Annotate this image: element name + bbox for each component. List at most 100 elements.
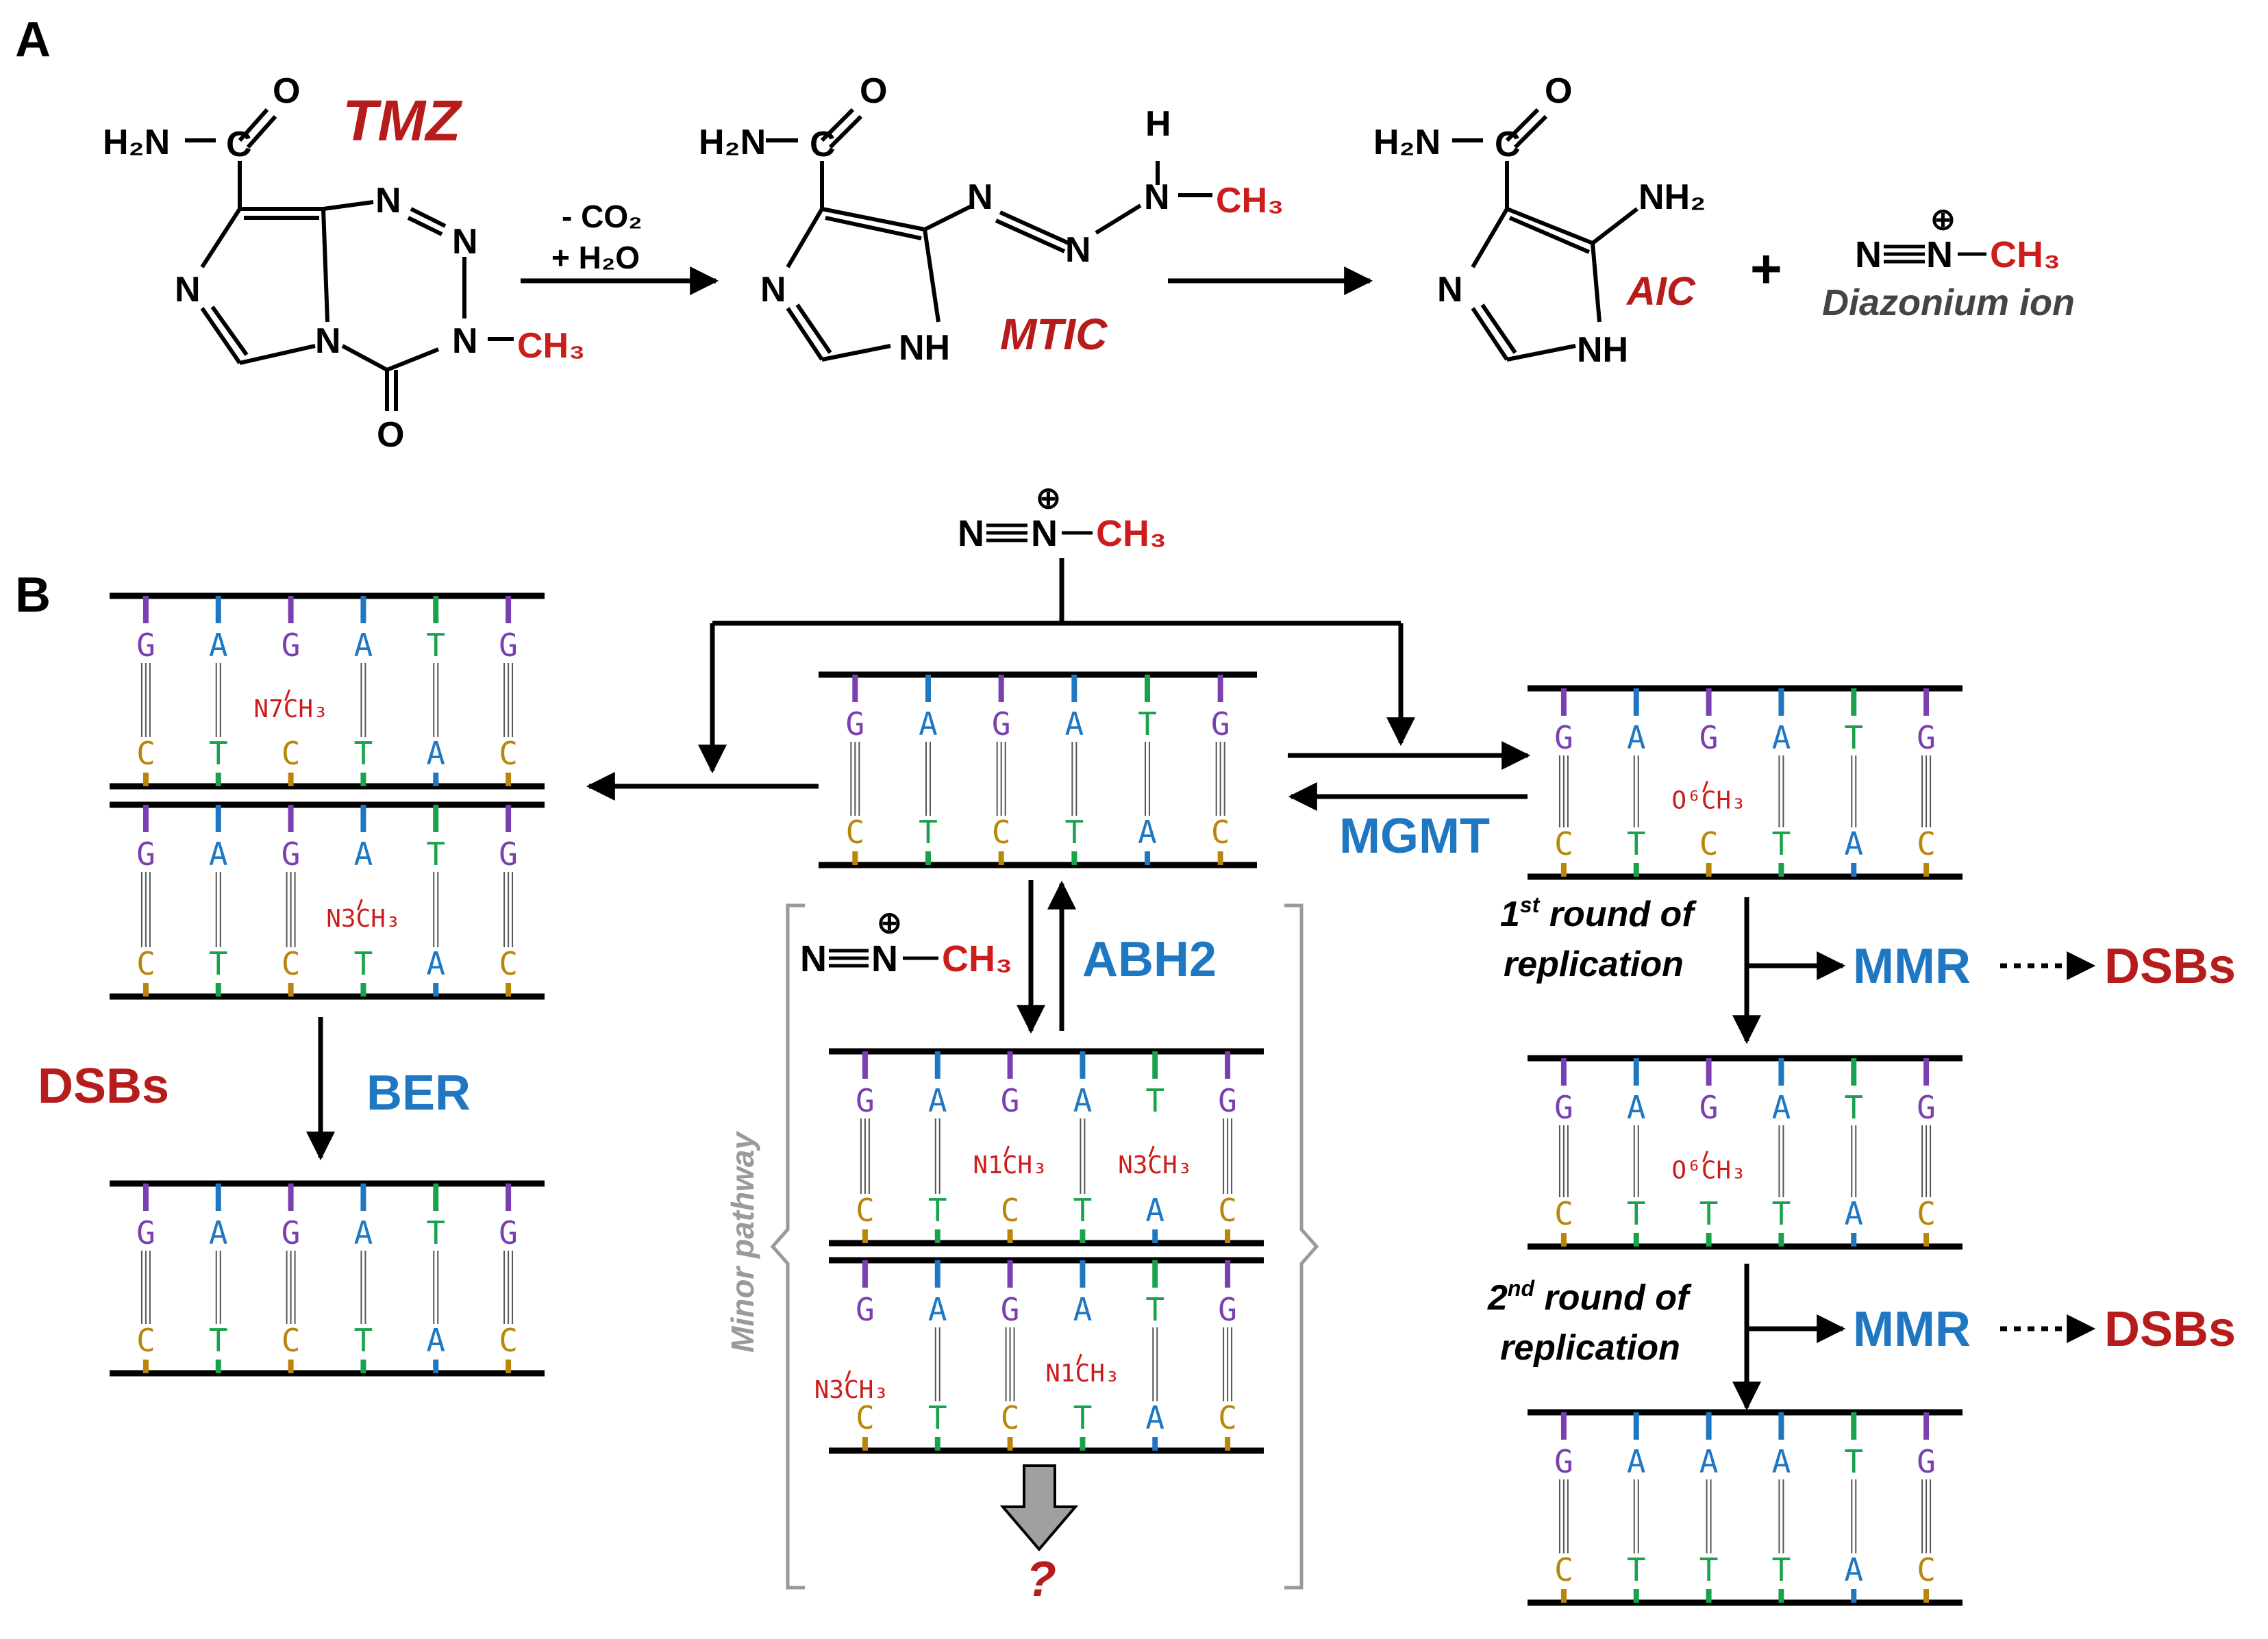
base-letter: A xyxy=(919,705,938,742)
base-letter: T xyxy=(928,1192,947,1229)
base-letter: C xyxy=(1917,1195,1936,1232)
base-letter: T xyxy=(1772,1551,1791,1588)
base-letter: A xyxy=(928,1291,947,1328)
base-letter: T xyxy=(1627,1551,1646,1588)
dsb-right-1: DSBs xyxy=(2104,939,2236,994)
diazonium-a: N N ⊕ CH₃ Diazonium ion xyxy=(1822,203,2075,323)
base-letter: G xyxy=(1554,719,1573,756)
base-letter: A xyxy=(1145,1192,1164,1229)
base-letter: T xyxy=(1145,1082,1164,1119)
methyl-label: N1CH₃ xyxy=(1045,1360,1119,1388)
tmz-n1: N xyxy=(175,270,201,310)
base-letter: T xyxy=(209,945,228,982)
aic-n-ring: N xyxy=(1437,270,1463,310)
diazonium-m-n1: N xyxy=(800,938,827,979)
base-letter: A xyxy=(1844,825,1863,862)
methyl-label: O⁶CH₃ xyxy=(1671,1157,1745,1185)
mtic-n-ring: N xyxy=(760,270,786,310)
methyl-label: N1CH₃ xyxy=(973,1151,1047,1179)
base-letter: T xyxy=(1064,814,1084,851)
rep2-line1: 2nd round of xyxy=(1487,1276,1692,1318)
methyl-tick xyxy=(1702,1150,1708,1163)
base-letter: A xyxy=(1627,1089,1646,1126)
base-letter: G xyxy=(282,627,301,664)
base-letter: G xyxy=(1917,1089,1936,1126)
diazonium-a-n2: N xyxy=(1926,234,1953,275)
base-letter: C xyxy=(136,1322,155,1359)
mtic-name: MTIC xyxy=(1000,310,1108,359)
base-letter: T xyxy=(1138,705,1157,742)
diazonium-name: Diazonium ion xyxy=(1822,282,2075,323)
base-letter: A xyxy=(1772,719,1791,756)
tmz-n3: N xyxy=(452,222,478,262)
base-letter: T xyxy=(426,1214,445,1251)
diazonium-m-ch3: CH₃ xyxy=(942,938,1012,979)
base-letter: G xyxy=(1218,1291,1237,1328)
methyl-label: N3CH₃ xyxy=(326,905,400,933)
base-letter: G xyxy=(1554,1443,1573,1480)
base-letter: G xyxy=(136,1214,155,1251)
charge-icon-b: ⊕ xyxy=(1036,481,1061,515)
aic-nh2: NH₂ xyxy=(1638,177,1706,217)
rep1-line2: replication xyxy=(1504,944,1684,984)
base-letter: T xyxy=(1772,1195,1791,1232)
base-letter: G xyxy=(1001,1082,1020,1119)
rep2-rest: round of xyxy=(1534,1278,1692,1318)
mtic-h: H xyxy=(1145,104,1171,144)
minor-pathway-label: Minor pathway xyxy=(725,1131,760,1353)
aic-h2n: H₂N xyxy=(1373,123,1441,162)
base-letter: A xyxy=(426,735,445,772)
tmz-n2: N xyxy=(375,181,401,221)
base-letter: C xyxy=(1218,1192,1237,1229)
distribution-arrows xyxy=(698,558,1415,774)
base-letter: A xyxy=(1772,1443,1791,1480)
condition-co2: - CO₂ xyxy=(562,199,643,234)
question-mark: ? xyxy=(1026,1552,1056,1607)
base-letter: C xyxy=(1218,1399,1237,1436)
base-letter: T xyxy=(426,627,445,664)
base-letter: A xyxy=(1138,814,1157,851)
rep1-num: 1 xyxy=(1500,894,1520,934)
base-letter: T xyxy=(1699,1195,1719,1232)
methyl-tick xyxy=(1004,1145,1010,1158)
base-letter: G xyxy=(1554,1089,1573,1126)
base-letter: G xyxy=(136,627,155,664)
base-letter: G xyxy=(1001,1291,1020,1328)
base-letter: C xyxy=(1554,1195,1573,1232)
base-letter: T xyxy=(426,836,445,873)
base-letter: C xyxy=(499,945,518,982)
base-letter: C xyxy=(856,1399,875,1436)
base-letter: A xyxy=(209,1214,228,1251)
down-arrow-icon xyxy=(999,1464,1079,1552)
methyl-tick xyxy=(357,899,363,911)
base-letter: G xyxy=(1917,719,1936,756)
panel-b-label: B xyxy=(15,568,51,623)
base-letter: A xyxy=(354,1214,373,1251)
aic-nh: NH xyxy=(1577,330,1628,370)
base-letter: G xyxy=(282,1214,301,1251)
tmz-n5: N xyxy=(452,321,478,361)
base-letter: A xyxy=(426,1322,445,1359)
base-letter: T xyxy=(1627,825,1646,862)
methyl-tick xyxy=(1076,1353,1082,1366)
minor-pathway-bracket xyxy=(770,903,1319,1590)
mgmt-label: MGMT xyxy=(1339,809,1490,864)
charge-icon-m: ⊕ xyxy=(877,906,902,940)
base-letter: A xyxy=(1844,1195,1863,1232)
diazonium-a-n1: N xyxy=(1855,234,1882,275)
methyl-label: N3CH₃ xyxy=(1118,1151,1192,1179)
tmz-ch3: CH₃ xyxy=(517,326,585,366)
base-letter: G xyxy=(1917,1443,1936,1480)
base-letter: T xyxy=(1145,1291,1164,1328)
rep1-line1: 1st round of xyxy=(1500,892,1697,934)
base-letter: C xyxy=(1554,825,1573,862)
base-letter: C xyxy=(136,945,155,982)
base-letter: T xyxy=(1073,1399,1093,1436)
base-letter: T xyxy=(1772,825,1791,862)
plus-sign: + xyxy=(1750,238,1782,299)
base-letter: G xyxy=(282,836,301,873)
base-letter: T xyxy=(1844,719,1863,756)
